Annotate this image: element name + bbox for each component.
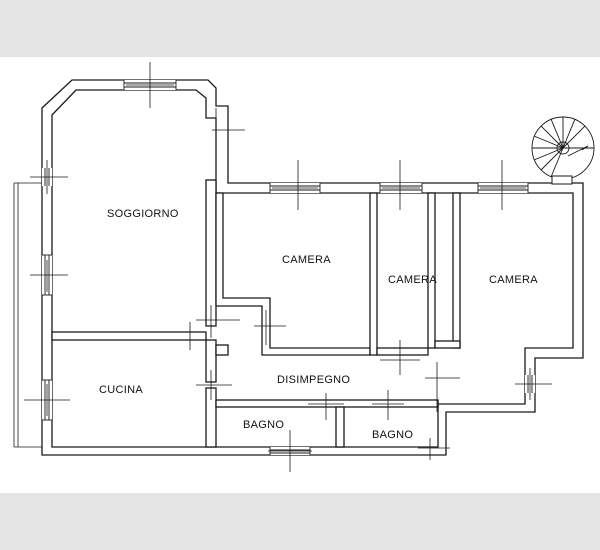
label-soggiorno: SOGGIORNO [107,208,179,220]
windows [42,80,535,455]
label-camera-3: CAMERA [489,274,538,286]
room-labels: SOGGIORNO CUCINA CAMERA CAMERA CAMERA DI… [99,208,538,441]
outer-walls [41,79,584,456]
interior-walls [51,179,461,448]
spiral-staircase [531,116,595,185]
floor-plan-diagram: SOGGIORNO CUCINA CAMERA CAMERA CAMERA DI… [13,62,595,472]
label-disimpegno: DISIMPEGNO [277,374,350,386]
label-camera-2: CAMERA [388,274,437,286]
label-cucina: CUCINA [99,384,143,396]
floor-plan-sheet: SOGGIORNO CUCINA CAMERA CAMERA CAMERA DI… [0,57,600,493]
label-bagno-1: BAGNO [243,419,284,431]
label-camera-1: CAMERA [282,254,331,266]
label-bagno-2: BAGNO [372,429,413,441]
balcony-railing [13,182,44,448]
axis-markers [24,62,552,472]
